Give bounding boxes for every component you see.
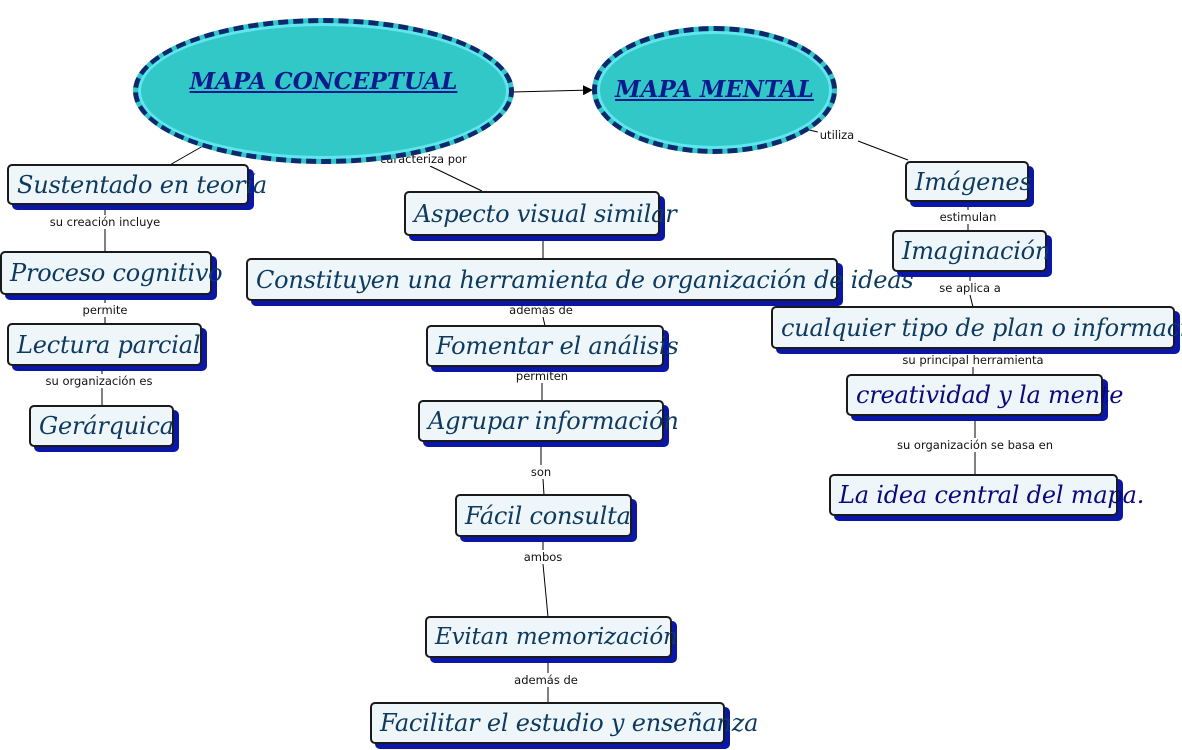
link-caracteriza-to-aspecto: [429, 165, 483, 192]
node-fomentar-el-analisis[interactable]: Fomentar el análisis: [426, 325, 679, 367]
node-cualquier-tipo[interactable]: cualquier tipo de plan o información: [771, 306, 1182, 349]
node-agrupar-informacion[interactable]: Agrupar información: [418, 400, 679, 442]
link-label-permite: permite: [80, 303, 130, 317]
node-mapa-conceptual[interactable]: MAPA CONCEPTUAL: [133, 18, 514, 164]
node-label: Imágenes: [915, 167, 1032, 196]
node-label: Gerárquica: [39, 412, 174, 440]
node-label: Facilitar el estudio y enseñanza: [380, 709, 759, 737]
node-label: La idea central del mapa.: [839, 481, 1145, 509]
node-lectura-parcial[interactable]: Lectura parcial: [7, 323, 202, 366]
link-label-son: son: [528, 465, 554, 479]
node-sustentado-en-teoria[interactable]: Sustentado en teoría: [7, 164, 267, 205]
link-label-utiliza: utiliza: [817, 128, 857, 142]
link-utiliza-imagenes: [857, 140, 909, 161]
link-label-su-principal-herramienta: su principal herramienta: [900, 353, 1046, 367]
link-label-ademas-de-1: además de: [507, 303, 575, 317]
node-label: Constituyen una herramienta de organizac…: [256, 265, 914, 294]
link-label-su-organizacion-es: su organización es: [43, 374, 155, 388]
link-main-to-sustentado: [167, 145, 204, 167]
link-label-se-aplica-a: se aplica a: [937, 281, 1003, 295]
node-aspecto-visual-similar[interactable]: Aspecto visual similar: [404, 191, 677, 236]
node-creatividad-y-la-mente[interactable]: creatividad y la mente: [846, 374, 1124, 416]
node-label: Agrupar información: [428, 407, 679, 435]
link-label-estimulan: estimulan: [937, 210, 999, 224]
node-label: Proceso cognitivo: [10, 259, 223, 287]
node-label: Imaginación: [902, 237, 1051, 265]
node-mapa-conceptual-label: MAPA CONCEPTUAL: [189, 67, 458, 95]
node-facil-consulta[interactable]: Fácil consulta: [455, 494, 632, 537]
node-mapa-mental[interactable]: MAPA MENTAL: [592, 26, 837, 154]
link-label-ademas-de-2: además de: [512, 673, 580, 687]
node-imaginacion[interactable]: Imaginación: [892, 230, 1051, 272]
node-facilitar-el-estudio[interactable]: Facilitar el estudio y enseñanza: [370, 702, 758, 744]
node-evitan-memorizacion[interactable]: Evitan memorización: [425, 616, 678, 658]
node-label: Sustentado en teoría: [17, 170, 267, 199]
node-imagenes[interactable]: Imágenes: [905, 161, 1032, 202]
node-label: Fácil consulta: [465, 501, 631, 530]
node-label: Lectura parcial: [17, 330, 201, 359]
node-mapa-mental-label: MAPA MENTAL: [615, 75, 814, 103]
node-label: cualquier tipo de plan o información: [781, 313, 1182, 342]
link-aplica-cualquier: [969, 294, 974, 308]
node-constituyen-herramienta[interactable]: Constituyen una herramienta de organizac…: [246, 258, 914, 301]
link-label-ambos: ambos: [521, 550, 565, 564]
node-label: creatividad y la mente: [856, 381, 1124, 409]
node-label: Fomentar el análisis: [436, 332, 679, 360]
link-label-permiten: permiten: [513, 369, 571, 383]
link-ambos-evitan: [542, 563, 549, 618]
node-gerarquica[interactable]: Gerárquica: [29, 405, 174, 447]
node-la-idea-central[interactable]: La idea central del mapa.: [829, 474, 1144, 516]
link-main-to-mental: [511, 85, 593, 96]
node-label: Aspecto visual similar: [414, 199, 677, 228]
link-son-facil: [542, 478, 545, 496]
link-label-su-creacion-incluye: su creación incluye: [47, 215, 163, 229]
node-label: Evitan memorización: [435, 624, 678, 650]
link-ademas-fomentar: [542, 316, 546, 327]
link-label-su-organizacion-se-basa-en: su organización se basa en: [894, 438, 1056, 452]
node-proceso-cognitivo[interactable]: Proceso cognitivo: [0, 251, 223, 295]
